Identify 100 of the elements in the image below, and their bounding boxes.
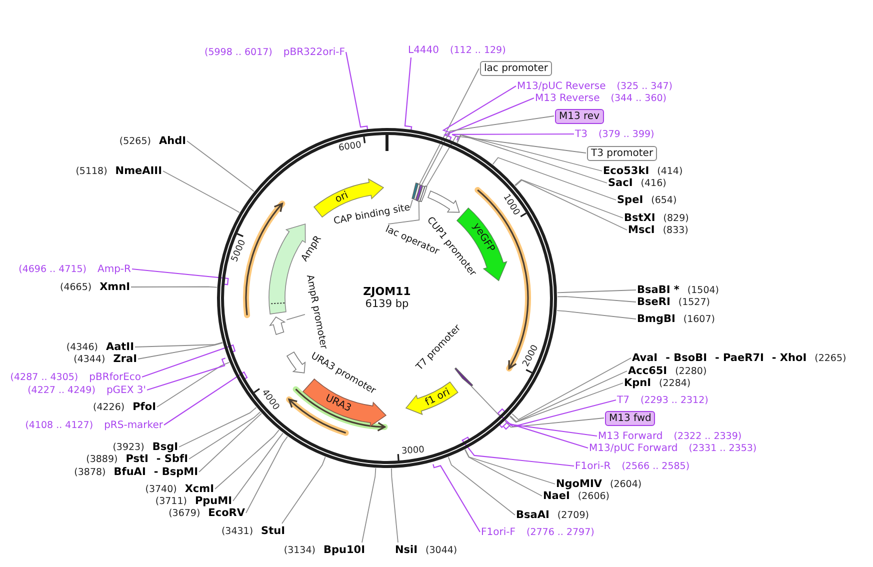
primer-name: M13 Forward [598,430,663,442]
feature-label: ori [334,189,351,206]
primer-range: (4287 .. 4305) [10,370,78,384]
enzyme-name: BsaBI * [637,284,680,296]
enzyme-name: MscI [628,224,655,236]
cut-site-position: (1527) [678,296,710,308]
cut-site-position: (3044) [426,544,458,556]
cut-site-position: (3711) [155,494,187,508]
primer-range: (2566 .. 2585) [622,460,690,472]
enzyme-name: AvaI [632,352,658,364]
enzyme-name: - PaeR7I [714,352,764,364]
leader-line [464,449,542,496]
primer-name: M13 Reverse [535,92,600,104]
enzyme-name: BstXI [624,212,656,224]
primer-name: pRS-marker [104,418,163,432]
enzyme-name: - XhoI [772,352,807,364]
cut-site-position: (3431) [221,524,254,538]
enzyme-name: KpnI [624,376,652,390]
enzyme-name: PpuMI [194,494,232,508]
cut-site-position: (4665) [60,280,92,294]
enzyme-name: Bpu10I [323,544,365,556]
primer-name: pGEX 3' [106,384,146,396]
cut-site-position: (654) [651,194,677,206]
leader-line [410,199,413,209]
leader-line [134,342,223,348]
leader-line [499,422,588,449]
primer-range: (379 .. 399) [598,128,654,140]
cut-site-position: (3923) [112,440,144,454]
enzyme-name: EcoRV [208,506,245,520]
feature-label-box: M13 fwd [605,410,656,426]
cut-site-position: (2604) [610,478,642,490]
feature-label: f1 ori [423,386,452,410]
enzyme-name: Acc65I [628,364,668,378]
leader-line [186,140,254,192]
leader-line [448,456,516,516]
leader-line [462,436,574,467]
leader-line [512,358,632,420]
primer-range: (2331 .. 2353) [688,442,757,454]
leader-line [510,370,628,422]
leader-line [362,468,376,543]
enzyme-name: NgoMIV [556,478,602,490]
enzyme-name: - SbfI [156,452,188,466]
leader-line [138,342,223,360]
tick-label: 6000 [338,140,362,154]
leader-line [232,432,284,502]
leader-line [514,180,628,230]
cut-site-position: (4346) [66,340,98,354]
leader-line [345,52,368,130]
primer-name: Amp-R [98,262,131,276]
primer-range: (4108 .. 4127) [25,418,94,432]
enzyme-name: ZraI [113,352,137,366]
leader-line [146,358,226,391]
cut-site-position: (833) [662,224,688,236]
tick-label: 5000 [230,238,248,264]
leader-line [404,57,412,130]
tick-label: 2000 [521,343,541,368]
leader-line [514,179,624,218]
primer-range: (2293 .. 2312) [640,394,708,406]
enzyme-name: XcmI [184,482,214,496]
plasmid-length: 6139 bp [365,298,409,311]
enzyme-name: SpeI [617,194,644,206]
cut-site-position: (3878) [74,466,106,478]
primer-name: pBRforEco [89,370,141,384]
leader-line [557,296,636,302]
feature-label-box: lac promoter [480,61,552,76]
enzyme-name: PfoI [132,400,156,414]
cut-site-position: (829) [663,212,689,224]
enzyme-name: StuI [261,524,285,538]
leader-line [452,133,574,141]
enzyme-name: AatII [106,340,134,354]
enzyme-name: - BspMI [154,466,198,478]
leader-line [130,286,218,288]
feature-label: URA3 [322,392,352,416]
leader-line [142,344,236,378]
primer-name: T7 [617,394,630,406]
primer-range: (325 .. 347) [616,80,673,92]
enzyme-name: BfuAI [114,466,146,478]
enzyme-name: NaeI [543,490,570,502]
cut-site-position: (2709) [557,508,589,522]
leader-line [156,362,230,408]
primer-name: L4440 [408,44,440,56]
leader-line [456,134,608,184]
primer-range: (2322 .. 2339) [674,430,742,442]
enzyme-name: BmgBI [637,312,676,326]
cut-site-position: (2280) [675,364,707,378]
cut-site-position: (5265) [119,134,151,148]
leader-line [162,170,240,213]
tick-label: 3000 [401,445,425,457]
cut-site-position: (2265) [814,352,846,364]
primer-range: (5998 .. 6017) [204,46,272,58]
plasmid-name: ZJOM11 [363,285,411,298]
enzyme-name: BseRI [637,296,670,308]
leader-line [132,268,229,286]
leader-line [426,136,586,187]
leader-line [509,382,624,423]
cut-site-position: (414) [657,164,683,178]
leader-line [246,436,288,514]
enzyme-name: SacI [608,176,633,190]
primer-name: M13/pUC Forward [589,442,678,454]
leader-line [178,407,257,448]
